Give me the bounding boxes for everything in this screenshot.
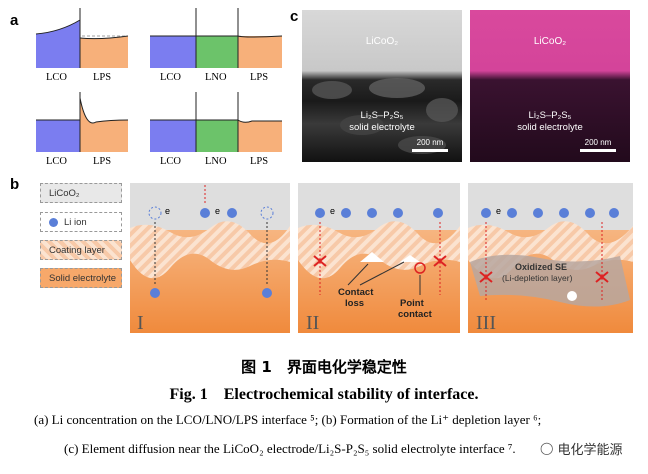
legend-coating-layer: Coating layer bbox=[40, 240, 122, 260]
panel-a-letter: a bbox=[10, 12, 19, 29]
li-ion-icon bbox=[49, 217, 58, 227]
plot-a1-label-lps: LPS bbox=[93, 72, 112, 83]
eds-right-bottom-label-1: Li₂S–P₂S₅ bbox=[528, 110, 572, 121]
legend-li-ion: Li ion bbox=[40, 212, 122, 232]
plot-a2-label-lno: LNO bbox=[205, 72, 227, 83]
electron-label-4: e bbox=[496, 206, 502, 216]
stage-3-label: III bbox=[476, 312, 496, 334]
eds-map-right: LiCoO₂ Li₂S–P₂S₅ solid electrolyte 200 n… bbox=[470, 10, 630, 162]
scale-bar-left bbox=[412, 149, 448, 152]
tem-left-bottom-label-2: solid electrolyte bbox=[349, 122, 415, 133]
panel-b-schematics bbox=[130, 183, 633, 333]
caption-chinese: 图 1 界面电化学稳定性 bbox=[241, 358, 407, 376]
caption-english-title: Fig. 1 Electrochemical stability of inte… bbox=[169, 386, 479, 403]
oxidized-se-label-1: Oxidized SE bbox=[515, 262, 568, 272]
panel-a-plots bbox=[35, 8, 283, 152]
tem-image-left: LiCoO₂ Li₂S–P₂S₅ solid electrolyte 200 n… bbox=[302, 10, 462, 162]
electron-label-1: e bbox=[165, 206, 171, 216]
scale-label-right: 200 nm bbox=[584, 138, 612, 147]
point-contact-label-1: Point bbox=[400, 298, 424, 309]
electron-label-3: e bbox=[330, 206, 336, 216]
plot-a1-label-lco: LCO bbox=[46, 72, 67, 83]
plot-a4-label-lco: LCO bbox=[160, 156, 181, 167]
caption-description-line-1: (a) Li concentration on the LCO/LNO/LPS … bbox=[34, 412, 542, 427]
plot-a1 bbox=[35, 8, 129, 68]
tem-left-top-label: LiCoO₂ bbox=[365, 36, 399, 47]
watermark: ◯ 电化学能源 bbox=[536, 437, 627, 460]
contact-loss-label-2: loss bbox=[345, 298, 365, 309]
legend-licoo2: LiCoO₂ bbox=[40, 183, 122, 203]
contact-loss-label-1: Contact bbox=[338, 287, 374, 298]
tem-left-bottom-label-1: Li₂S–P₂S₅ bbox=[360, 110, 404, 121]
plot-a4 bbox=[150, 92, 282, 152]
plot-a4-label-lps: LPS bbox=[250, 156, 269, 167]
stage-1-label: I bbox=[137, 312, 144, 334]
legend-licoo2-label: LiCoO₂ bbox=[49, 187, 80, 199]
plot-a3-label-lps: LPS bbox=[93, 156, 112, 167]
scale-bar-right bbox=[580, 149, 616, 152]
oxidized-se-label-2: (Li-depletion layer) bbox=[502, 273, 573, 283]
plot-a2-label-lco: LCO bbox=[160, 72, 181, 83]
legend-solid-electrolyte: Solid electrolyte bbox=[40, 268, 122, 288]
plot-a2-label-lps: LPS bbox=[250, 72, 269, 83]
scale-label-left: 200 nm bbox=[416, 138, 444, 147]
panel-c-letter: c bbox=[290, 8, 299, 25]
legend-coating-layer-label: Coating layer bbox=[49, 244, 105, 256]
eds-right-top-label: LiCoO₂ bbox=[533, 36, 567, 47]
stage-3-schematic bbox=[468, 183, 633, 333]
panel-b-letter: b bbox=[10, 176, 20, 193]
plot-a4-label-lno: LNO bbox=[205, 156, 227, 167]
wechat-icon: ◯ bbox=[540, 441, 554, 455]
caption-description-line-2: (c) Element diffusion near the LiCoO₂ el… bbox=[64, 441, 516, 456]
stage-2-schematic bbox=[298, 183, 460, 333]
legend-solid-electrolyte-label: Solid electrolyte bbox=[49, 272, 117, 284]
eds-right-bottom-label-2: solid electrolyte bbox=[517, 122, 583, 133]
plot-a3 bbox=[36, 92, 129, 152]
electron-label-2: e bbox=[215, 206, 221, 216]
plot-a3-label-lco: LCO bbox=[46, 156, 67, 167]
legend-li-ion-label: Li ion bbox=[64, 216, 87, 228]
watermark-text: 电化学能源 bbox=[557, 443, 623, 458]
stage-1-schematic bbox=[130, 183, 290, 333]
point-contact-label-2: contact bbox=[398, 309, 432, 320]
plot-a2 bbox=[150, 8, 283, 68]
stage-2-label: II bbox=[306, 312, 320, 334]
